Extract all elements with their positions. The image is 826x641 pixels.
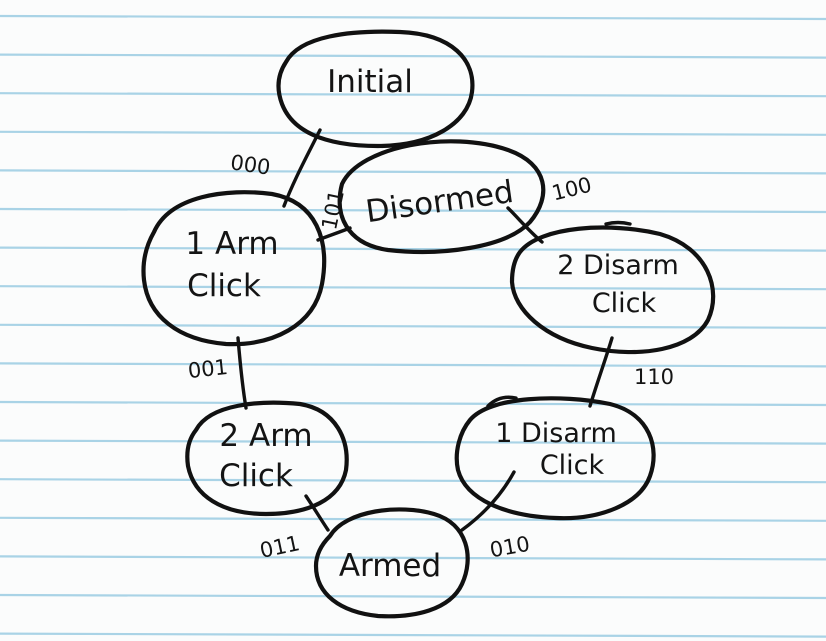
state-arm-click-1: 1 Arm Click [141, 190, 327, 347]
ruled-line-0 [0, 14, 826, 21]
arrowhead-disarm-click-2 [604, 220, 632, 226]
label-010: 010 [488, 532, 532, 563]
state-arm-click-2-outline [185, 400, 349, 517]
state-initial-outline [276, 29, 475, 149]
label-100: 100 [549, 173, 594, 206]
state-disarm-click-2: 2 Disarm Click [509, 225, 716, 355]
state-disarmed-label: Disormed [363, 174, 515, 230]
state-disarm-click-1-outline [454, 396, 656, 521]
state-disarm-click-1-line1: 1 Disarm [495, 418, 617, 449]
ruled-line-8 [0, 323, 826, 329]
state-disarmed: Disormed [337, 139, 546, 254]
edge-arm-click-2-to-armed [304, 494, 330, 532]
state-arm-click-1-line1: 1 Arm [185, 226, 278, 262]
ruled-line-15 [0, 593, 826, 600]
ruled-line-4 [0, 169, 826, 175]
state-arm-click-2-line1: 2 Arm [219, 418, 312, 454]
label-011: 011 [258, 531, 302, 563]
state-arm-click-1-line2: Click [187, 268, 261, 304]
ruled-line-3 [0, 130, 826, 136]
state-initial: Initial [276, 29, 475, 149]
ruled-line-12 [0, 478, 826, 484]
state-disarm-click-2-outline [509, 225, 716, 355]
ruled-line-13 [0, 516, 826, 522]
state-initial-label: Initial [327, 64, 413, 100]
edge-initial-to-arm-click-1 [282, 128, 322, 208]
state-armed-outline [313, 507, 470, 619]
ruled-line-7 [0, 285, 826, 291]
state-disarmed-outline [337, 139, 546, 254]
edge-arm-click-1-to-arm-click-2 [236, 336, 248, 410]
label-001: 001 [187, 355, 229, 383]
state-disarm-click-2-line2: Click [592, 288, 657, 319]
state-arm-click-2: 2 Arm Click [185, 400, 349, 517]
ruled-line-14 [0, 555, 826, 561]
state-armed: Armed [313, 507, 470, 619]
label-110: 110 [634, 365, 674, 389]
ruled-line-11 [0, 439, 826, 445]
state-armed-label: Armed [339, 548, 441, 584]
label-000: 000 [229, 150, 272, 179]
ruled-line-9 [0, 362, 826, 368]
ruled-line-2 [0, 92, 826, 98]
state-disarm-click-2-line1: 2 Disarm [557, 250, 679, 281]
state-disarm-click-1: 1 Disarm Click [454, 396, 656, 521]
state-arm-click-1-outline [141, 190, 327, 347]
ruled-line-5 [0, 207, 826, 214]
ruled-line-10 [0, 400, 826, 407]
state-arm-click-2-line2: Click [219, 458, 293, 494]
state-disarm-click-1-line2: Click [540, 450, 605, 481]
ruled-line-16 [0, 632, 826, 638]
arrowhead-disarm-click-1 [486, 395, 518, 408]
ruled-line-1 [0, 53, 826, 59]
